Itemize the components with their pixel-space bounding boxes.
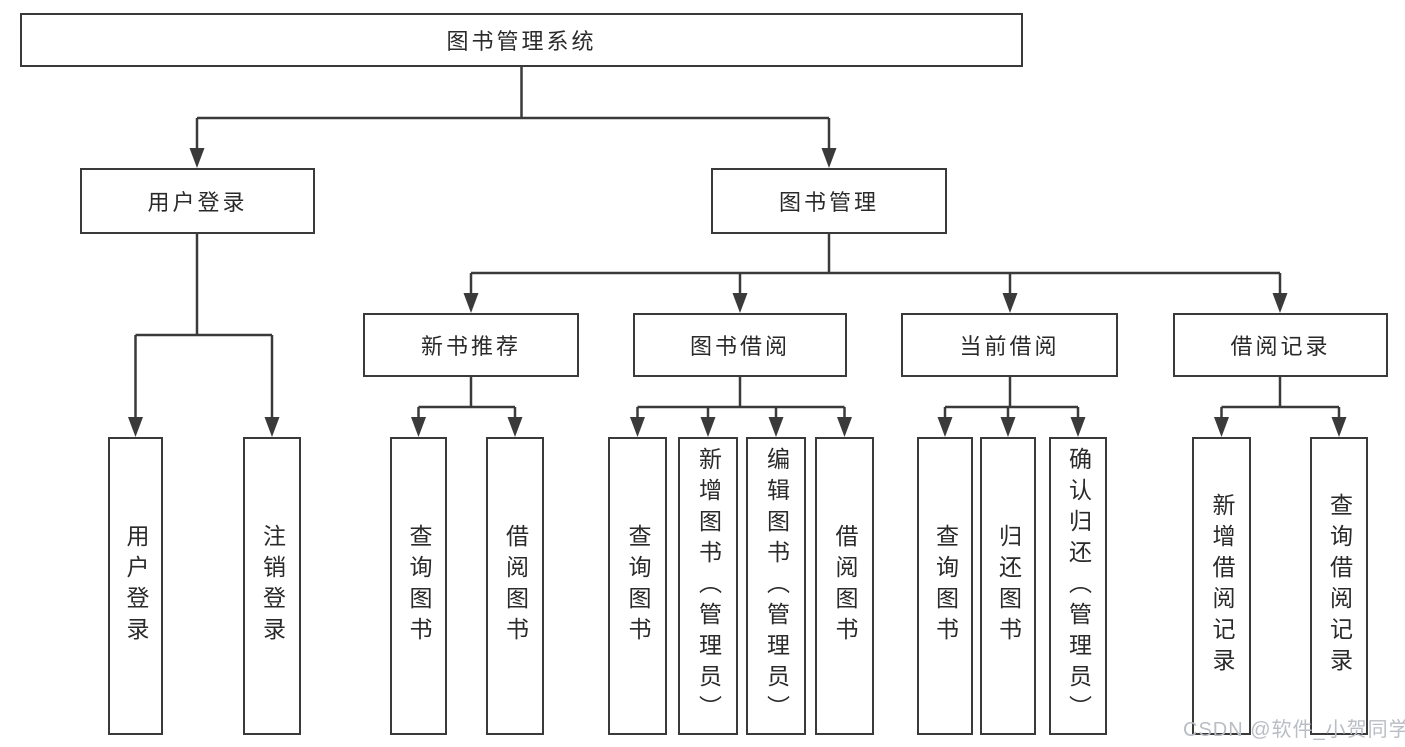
connector-root-split xyxy=(195,67,831,150)
connector-borrowing-split xyxy=(636,377,846,419)
arrowhead xyxy=(821,148,837,168)
arrowhead xyxy=(1272,293,1288,313)
arrowhead xyxy=(630,417,645,437)
leaf-query-books-recommend: 查询图书 xyxy=(390,437,447,735)
leaf-user-login-label: 用户登录 xyxy=(123,524,149,648)
leaf-edit-book-admin: 编辑图书（管理员） xyxy=(746,437,806,735)
leaf-add-borrow-record: 新增借阅记录 xyxy=(1192,437,1251,735)
leaf-query-borrow-record: 查询借阅记录 xyxy=(1310,437,1368,735)
leaf-query-books-borrowing-label: 查询图书 xyxy=(625,524,651,648)
leaf-logout-label: 注销登录 xyxy=(259,524,286,648)
leaf-query-books-borrowing: 查询图书 xyxy=(608,437,667,735)
leaf-query-borrow-record-label: 查询借阅记录 xyxy=(1326,493,1353,679)
arrowhead xyxy=(1002,293,1018,313)
leaf-add-borrow-record-label: 新增借阅记录 xyxy=(1209,493,1235,679)
leaf-return-books-label: 归还图书 xyxy=(995,524,1022,648)
leaf-confirm-return-admin-label: 确认归还（管理员） xyxy=(1065,446,1092,726)
node-library-management-system: 图书管理系统 xyxy=(20,13,1023,67)
leaf-edit-book-admin-label: 编辑图书（管理员） xyxy=(763,446,790,726)
node-book-management: 图书管理 xyxy=(711,168,947,234)
node-new-book-recommendation: 新书推荐 xyxy=(363,313,579,377)
leaf-query-books-current: 查询图书 xyxy=(917,437,973,735)
arrowhead xyxy=(768,417,784,437)
node-user-login: 用户登录 xyxy=(80,168,315,234)
arrowhead xyxy=(128,417,143,437)
connector-user-login-split xyxy=(134,234,274,419)
leaf-add-book-admin: 新增图书（管理员） xyxy=(678,437,738,735)
arrowhead xyxy=(937,417,953,437)
leaf-add-book-admin-label: 新增图书（管理员） xyxy=(695,446,722,726)
leaf-borrow-books-borrowing-label: 借阅图书 xyxy=(832,524,858,648)
node-book-borrowing: 图书借阅 xyxy=(633,313,847,377)
leaf-return-books: 归还图书 xyxy=(980,437,1036,735)
leaf-query-books-recommend-label: 查询图书 xyxy=(406,524,432,648)
arrowhead xyxy=(507,417,523,437)
arrowhead xyxy=(1070,417,1086,437)
arrowhead xyxy=(700,417,716,437)
node-borrowing-records: 借阅记录 xyxy=(1173,313,1388,377)
connector-book-mgmt-split xyxy=(469,234,1282,295)
arrowhead xyxy=(1000,417,1016,437)
arrowhead xyxy=(264,417,280,437)
arrowhead xyxy=(837,417,852,437)
arrowhead xyxy=(463,293,479,313)
arrowhead xyxy=(1331,417,1347,437)
arrowhead xyxy=(189,148,205,168)
leaf-borrow-books-recommend-label: 借阅图书 xyxy=(502,524,529,648)
leaf-confirm-return-admin: 确认归还（管理员） xyxy=(1049,437,1107,735)
connector-new-books-split xyxy=(417,377,517,419)
connector-records-split xyxy=(1220,377,1341,419)
leaf-borrow-books-borrowing: 借阅图书 xyxy=(815,437,874,735)
node-current-borrowing: 当前借阅 xyxy=(901,313,1118,377)
connector-current-split xyxy=(943,377,1080,419)
arrowhead xyxy=(732,293,748,313)
arrowhead xyxy=(1214,417,1229,437)
leaf-query-books-current-label: 查询图书 xyxy=(932,524,959,648)
csdn-watermark: CSDN @软件_小贺同学 xyxy=(1183,719,1405,741)
leaf-user-login: 用户登录 xyxy=(108,437,163,735)
arrowhead xyxy=(411,417,426,437)
leaf-borrow-books-recommend: 借阅图书 xyxy=(486,437,544,735)
leaf-logout: 注销登录 xyxy=(243,437,301,735)
